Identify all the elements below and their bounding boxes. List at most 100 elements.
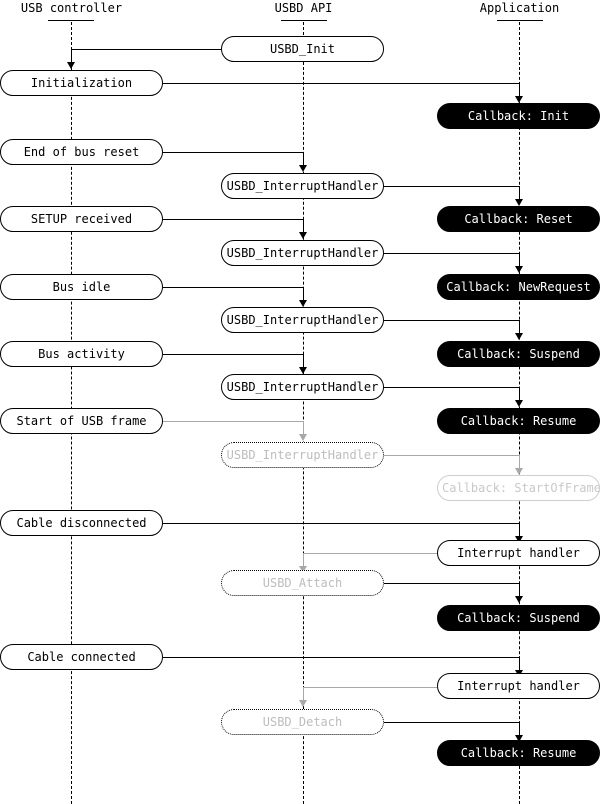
connector-ih1-down [519, 186, 520, 204]
connector-cableconnected-down [519, 657, 520, 675]
node-callback-startofframe-disabled[interactable]: Callback: StartOfFrame [437, 475, 600, 501]
arrowhead-interrupt-handler-1 [299, 165, 307, 172]
node-callback-resume-2[interactable]: Callback: Resume [437, 740, 600, 766]
node-callback-reset[interactable]: Callback: Reset [437, 206, 600, 232]
connector-setup-to-api [163, 219, 303, 220]
arrowhead-interrupt-handler-4 [299, 367, 307, 374]
connector-ih1-to-application [384, 186, 519, 187]
node-label: Cable connected [27, 650, 136, 664]
node-setup-received[interactable]: SETUP received [0, 206, 163, 232]
node-usbd-interrupthandler-3[interactable]: USBD_InterruptHandler [221, 307, 384, 333]
node-label: Callback: Suspend [457, 611, 580, 625]
node-label: SETUP received [30, 212, 133, 226]
arrowhead-callback-resume-2 [515, 735, 523, 742]
connector-cabledisconnected-down [519, 523, 520, 541]
lifeline-usbd-api [303, 22, 304, 804]
arrowhead-usbd-detach [299, 700, 307, 707]
node-end-of-bus-reset[interactable]: End of bus reset [0, 139, 163, 165]
node-label: Callback: Resume [460, 746, 577, 760]
connector-startofframe-to-api [163, 421, 303, 422]
connector-endofbusreset-down [303, 152, 304, 170]
connector-startofframe-down [303, 421, 304, 439]
node-label: USBD_Detach [262, 715, 343, 729]
connector-usbddetach-to-application [384, 722, 519, 723]
node-usbd-interrupthandler-1[interactable]: USBD_InterruptHandler [221, 173, 384, 199]
node-usbd-interrupthandler-4[interactable]: USBD_InterruptHandler [221, 374, 384, 400]
node-label: Callback: StartOfFrame [442, 481, 600, 495]
arrowhead-usbd-attach [299, 566, 307, 573]
connector-busactivity-to-api [163, 354, 303, 355]
node-usbd-init[interactable]: USBD_Init [221, 36, 384, 62]
connector-busactivity-down [303, 354, 304, 372]
node-label: Bus activity [38, 347, 125, 361]
node-label: Initialization [30, 76, 133, 90]
connector-initialization-to-application [163, 83, 519, 84]
column-underline-usbd-api [281, 20, 327, 21]
arrowhead-callback-startofframe [515, 468, 523, 475]
node-callback-init[interactable]: Callback: Init [437, 103, 600, 129]
node-label: Bus idle [52, 280, 111, 294]
connector-ih3-down [519, 320, 520, 338]
node-usbd-interrupthandler-2[interactable]: USBD_InterruptHandler [221, 240, 384, 266]
arrowhead-ghost-interrupt-handler [299, 434, 307, 441]
node-label: Start of USB frame [16, 414, 147, 428]
node-initialization[interactable]: Initialization [0, 70, 163, 96]
node-usbd-attach-disabled[interactable]: USBD_Attach [221, 570, 384, 596]
node-interrupt-handler-1[interactable]: Interrupt handler [437, 540, 600, 566]
connector-usbd-init-down [71, 49, 72, 67]
node-label: Callback: Init [467, 109, 570, 123]
node-label: USBD_InterruptHandler [226, 179, 379, 193]
node-label: Callback: Resume [460, 414, 577, 428]
connector-initialization-down [519, 83, 520, 101]
connector-usbdattach-to-application [384, 583, 519, 584]
node-usbd-interrupthandler-disabled[interactable]: USBD_InterruptHandler [221, 442, 384, 468]
arrowhead-interrupt-handler-3 [299, 300, 307, 307]
column-header-usbd-api: USBD API [274, 1, 333, 15]
connector-ih4-to-application [384, 387, 519, 388]
column-underline-application [497, 20, 543, 21]
node-label: USBD_InterruptHandler [226, 246, 379, 260]
column-header-application: Application [479, 1, 560, 15]
connector-ghost-ih-down [519, 455, 520, 473]
node-label: Interrupt handler [457, 679, 580, 693]
connector-busidle-to-api [163, 287, 303, 288]
arrowhead-callback-newrequest [515, 266, 523, 273]
node-label: USBD_Init [269, 42, 336, 56]
node-label: Callback: NewRequest [446, 280, 591, 294]
node-callback-suspend-1[interactable]: Callback: Suspend [437, 341, 600, 367]
connector-ih2-down [519, 253, 520, 271]
node-cable-connected[interactable]: Cable connected [0, 644, 163, 670]
arrowhead-callback-init [515, 96, 523, 103]
arrowhead-interrupt-handler-2 [299, 232, 307, 239]
connector-setup-down [303, 219, 304, 237]
connector-ih5-down [303, 553, 304, 571]
node-callback-newrequest[interactable]: Callback: NewRequest [437, 274, 600, 300]
connector-ih6-to-api [303, 687, 437, 688]
connector-ih3-to-application [384, 320, 519, 321]
column-header-usb-controller: USB controller [20, 1, 123, 15]
arrowhead-interrupt-handler-5 [515, 536, 523, 543]
node-label: USBD_InterruptHandler [226, 448, 379, 462]
connector-usbddetach-down [519, 722, 520, 740]
connector-ih2-to-application [384, 253, 519, 254]
node-start-of-usb-frame[interactable]: Start of USB frame [0, 408, 163, 434]
node-bus-idle[interactable]: Bus idle [0, 274, 163, 300]
connector-endofbusreset-to-api [163, 152, 303, 153]
node-callback-resume-1[interactable]: Callback: Resume [437, 408, 600, 434]
connector-ghost-ih-to-application [384, 455, 519, 456]
node-callback-suspend-2[interactable]: Callback: Suspend [437, 605, 600, 631]
node-label: USBD_Attach [262, 576, 343, 590]
arrowhead-callback-resume-1 [515, 400, 523, 407]
node-cable-disconnected[interactable]: Cable disconnected [0, 510, 163, 536]
arrowhead-init [67, 62, 75, 69]
node-label: Callback: Reset [464, 212, 573, 226]
connector-busidle-down [303, 287, 304, 305]
node-label: Interrupt handler [457, 546, 580, 560]
arrowhead-callback-suspend-1 [515, 333, 523, 340]
node-usbd-detach-disabled[interactable]: USBD_Detach [221, 709, 384, 735]
node-bus-activity[interactable]: Bus activity [0, 341, 163, 367]
connector-cableconnected-to-application [163, 657, 519, 658]
node-interrupt-handler-2[interactable]: Interrupt handler [437, 673, 600, 699]
connector-usbdattach-down [519, 583, 520, 601]
